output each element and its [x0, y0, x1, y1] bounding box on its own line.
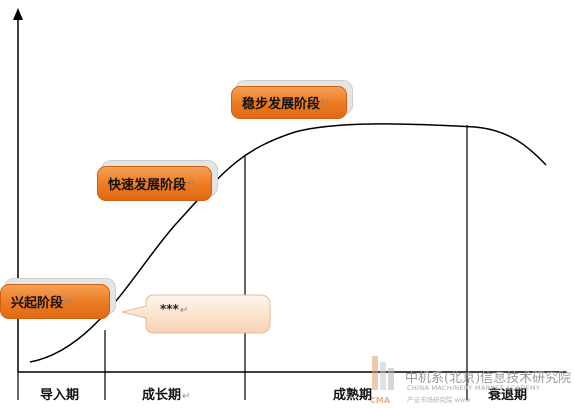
stage-box-steady: 稳步发展阶段↵	[231, 86, 347, 119]
period-growth: 成长期↵	[142, 384, 190, 403]
period-intro: 导入期	[40, 384, 79, 403]
return-mark-icon: ↵	[64, 296, 73, 307]
lifecycle-curve	[29, 123, 547, 363]
period-label-mature: 成熟期	[333, 388, 373, 403]
watermark-cn: 中机系(北京)信息技术研究院	[405, 371, 572, 386]
period-mature: 成熟期	[333, 384, 372, 403]
period-label-intro: 导入期	[40, 388, 80, 403]
return-mark-icon: ↵	[182, 391, 191, 402]
return-mark-icon: ↵	[179, 305, 189, 316]
period-label-decline: 衰退期	[488, 388, 528, 403]
period-label-growth: 成长期	[142, 388, 182, 403]
callout-label: ***	[160, 302, 179, 316]
return-mark-icon: ↵	[187, 178, 196, 189]
stage-box-rapid: 快速发展阶段↵	[97, 166, 212, 201]
watermark-sub: 产业市场研究院 www	[407, 396, 471, 404]
y-axis-arrow	[13, 8, 23, 20]
period-decline: 衰退期	[488, 384, 527, 403]
stage-label-steady: 稳步发展阶段	[242, 97, 321, 112]
callout-text: ***↵	[160, 302, 188, 316]
watermark-en: CHINA MACHINERY MARKET ACADEMY	[407, 384, 541, 392]
callout-bubble	[121, 294, 271, 334]
stage-label-emerging: 兴起阶段	[11, 296, 64, 311]
watermark-logo-text: CMA	[370, 396, 391, 405]
stage-box-emerging: 兴起阶段↵	[0, 284, 110, 319]
watermark-logo: CMA	[370, 356, 394, 405]
return-mark-icon: ↵	[321, 97, 330, 108]
stage-label-rapid: 快速发展阶段	[108, 178, 187, 193]
